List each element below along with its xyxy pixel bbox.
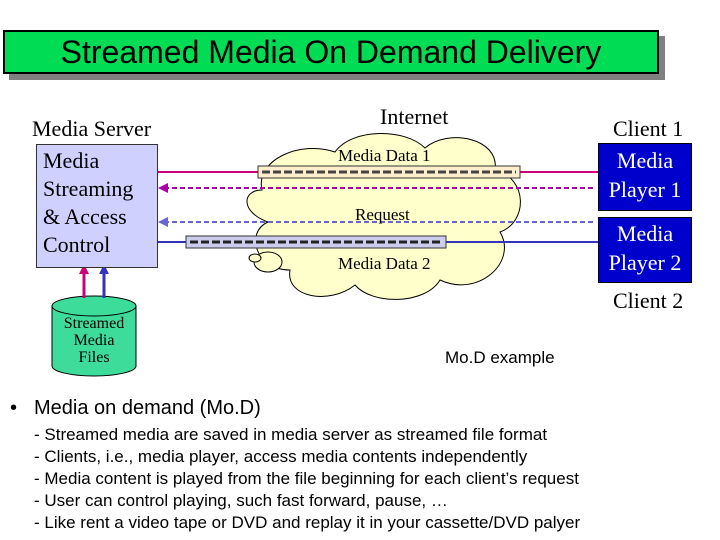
list-item: - Clients, i.e., media player, access me…	[34, 447, 528, 466]
player-1-line: Player 1	[608, 177, 682, 202]
server-line: Control	[43, 232, 111, 257]
server-file-arrows	[79, 264, 109, 298]
server-line: & Access	[43, 204, 127, 229]
slide-title: Streamed Media On Demand Delivery	[60, 34, 602, 70]
bullet-sub-list: - Streamed media are saved in media serv…	[34, 424, 580, 534]
files-line: Streamed	[63, 315, 125, 332]
client-1-label: Client 1	[613, 116, 684, 141]
streamed-media-files-label: Streamed Media Files	[52, 315, 136, 366]
media-server-label: Media Server	[32, 116, 152, 141]
media-data-1-label: Media Data 1	[338, 146, 431, 165]
player-2-line: Media	[616, 221, 674, 246]
list-item: - User can control playing, such fast fo…	[34, 491, 448, 510]
media-player-2-box	[598, 217, 692, 283]
request-label: Request	[355, 205, 410, 224]
media-player-2-text: Media Player 2	[598, 219, 692, 277]
diagram-caption: Mo.D example	[445, 348, 555, 367]
stream-2-line	[158, 235, 598, 249]
internet-label: Internet	[380, 104, 449, 129]
player-1-line: Media	[616, 148, 674, 173]
client-2-label: Client 2	[613, 288, 684, 313]
media-data-2-label: Media Data 2	[338, 254, 431, 273]
media-files-cylinder	[51, 295, 137, 377]
title-box	[3, 30, 659, 74]
list-item: - Media content is played from the file …	[34, 469, 579, 488]
player-2-line: Player 2	[608, 250, 682, 275]
server-line: Media	[43, 148, 100, 173]
media-server-box-text: Media Streaming & Access Control	[43, 147, 155, 259]
files-line: Media	[73, 332, 115, 349]
media-player-1-text: Media Player 1	[598, 146, 692, 204]
server-line: Streaming	[43, 176, 134, 201]
bullet-marker: •	[10, 397, 18, 419]
media-server-box	[36, 144, 158, 268]
list-item: - Streamed media are saved in media serv…	[34, 425, 548, 444]
bullet-heading: Media on demand (Mo.D)	[34, 397, 261, 419]
media-player-1-box	[598, 143, 692, 211]
request-lines	[158, 183, 596, 227]
stream-1-line	[158, 165, 598, 179]
list-item: - Like rent a video tape or DVD and repl…	[34, 513, 581, 532]
files-line: Files	[78, 349, 110, 366]
